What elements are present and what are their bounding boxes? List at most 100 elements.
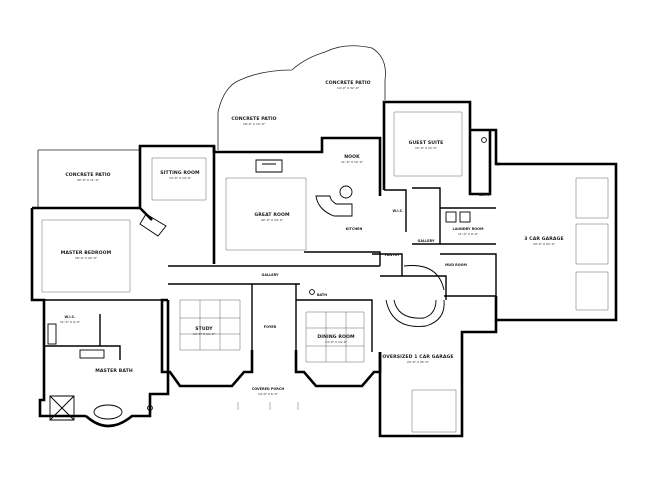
fireplace-great-room (255, 159, 283, 173)
room-dimension: 18'-0" X 22'-0" (75, 256, 98, 260)
guest-bath-wall (470, 128, 500, 166)
room-dimension: 24'-0" X 25'-0" (407, 360, 430, 364)
guest-suite-tray (393, 111, 463, 177)
master-bedroom-wall (30, 208, 86, 418)
room-name: MASTER BEDROOM (61, 250, 112, 256)
room-bath-hall: BATH (317, 293, 327, 297)
room-sitting-room: SITTING ROOM 14'-0" X 14'-0" (160, 170, 200, 180)
laundry-washer (445, 211, 457, 223)
room-labels: CONCRETE PATIO 14'-0" X 32'-0" CONCRETE … (60, 80, 564, 396)
room-name: MASTER BATH (95, 368, 133, 374)
wall-stair (380, 275, 447, 300)
room-name: CONCRETE PATIO (65, 172, 110, 178)
room-name: DINING ROOM (317, 334, 355, 340)
room-dimension: 14'-0" X 32'-0" (337, 86, 360, 90)
room-dimension: 20'-0" X 11'-0" (77, 178, 100, 182)
room-name: 3 CAR GARAGE (524, 236, 563, 242)
master-bedroom-top-wall (32, 206, 153, 221)
room-name: BATH (317, 293, 327, 297)
room-name: W.I.C. (64, 315, 75, 319)
sitting-room-tray (151, 157, 207, 201)
room-dimension: 14'-0" X 14'-0" (193, 332, 216, 336)
nook-table (339, 185, 353, 199)
master-tub (139, 213, 167, 237)
room-nook: NOOK 11'-0" X 12'-0" (341, 154, 364, 164)
powder-toilet (309, 289, 315, 295)
fixtures (47, 137, 487, 421)
room-dimension: 11'-0" X 9'-0" (458, 232, 479, 236)
room-dimension: 11'-0" X 12'-0" (341, 160, 364, 164)
wall-dining-top (296, 299, 373, 352)
spiral-stair (385, 299, 445, 327)
great-room-rear-wall (212, 136, 382, 196)
wall-laundry (440, 207, 496, 245)
sitting-room-wall (138, 144, 216, 264)
room-name: OVERSIZED 1 CAR GARAGE (382, 354, 453, 360)
room-pantry: PANTRY (385, 253, 400, 257)
room-concrete-patio-left: CONCRETE PATIO 20'-0" X 11'-0" (65, 172, 110, 182)
shower-master (49, 395, 75, 421)
room-name: PANTRY (385, 253, 400, 257)
room-name: LAUNDRY ROOM (453, 227, 485, 231)
room-name: MUD ROOM (445, 263, 467, 267)
room-dimension: 14'-0" X 14'-0" (325, 340, 348, 344)
room-name: KITCHEN (346, 227, 363, 231)
room-name: COVERED PORCH (252, 387, 285, 391)
patio-outlines (37, 45, 386, 208)
room-dimension: 34'-0" X 22'-0" (533, 242, 556, 246)
oversized-garage-slab (411, 389, 457, 433)
room-concrete-patio-rear: CONCRETE PATIO 14'-0" X 32'-0" (325, 80, 370, 90)
room-name: STUDY (195, 326, 213, 332)
room-name: GALLERY (418, 239, 435, 243)
wall-guest-wic (384, 189, 407, 232)
room-study: STUDY 14'-0" X 14'-0" (193, 326, 216, 336)
room-covered-porch: COVERED PORCH 14'-0" X 6'-0" (252, 387, 285, 396)
master-bath-tub (93, 404, 123, 420)
master-bedroom-tray (41, 219, 131, 293)
wall-wic-bath (44, 345, 121, 360)
kitchen-island (315, 195, 353, 217)
porch-posts (237, 402, 299, 410)
room-wic-guest: W.I.C. (392, 209, 403, 213)
front-wall-right (294, 350, 382, 388)
wall-mud-room (440, 253, 497, 297)
room-three-car-garage: 3 CAR GARAGE 34'-0" X 22'-0" (524, 236, 563, 246)
room-name: CONCRETE PATIO (231, 116, 276, 122)
laundry-dryer (459, 211, 471, 223)
detail-lines (41, 111, 609, 433)
room-name: CONCRETE PATIO (325, 80, 370, 86)
garage-door-lines (575, 177, 609, 311)
left-patio-outline (37, 149, 140, 208)
room-gallery-service: GALLERY (418, 239, 435, 243)
room-bath-guest: BATH (479, 193, 489, 197)
room-great-room: GREAT ROOM 22'-0" X 24'-0" (254, 212, 290, 222)
study-grid (179, 299, 241, 351)
room-foyer: FOYER (264, 325, 277, 329)
room-master-bedroom: MASTER BEDROOM 18'-0" X 22'-0" (61, 250, 112, 260)
wall-gallery-service (412, 187, 441, 245)
room-name: W.I.C. (392, 209, 403, 213)
gallery-stair-curve (403, 265, 445, 291)
room-name: SITTING ROOM (160, 170, 200, 176)
master-bath-toilet (147, 405, 153, 411)
room-gallery-main: GALLERY (262, 273, 279, 277)
rear-patio-outline (217, 45, 386, 150)
room-dimension: 15'-0" X 15'-0" (415, 146, 438, 150)
room-name: GALLERY (262, 273, 279, 277)
front-wall-left (160, 298, 254, 388)
room-dimension: 11'-0" X 9'-0" (60, 320, 81, 324)
three-car-garage-wall (494, 162, 618, 322)
dining-grid (305, 311, 365, 363)
guest-suite-wall (382, 100, 492, 196)
room-dimension: 14'-0" X 14'-0" (169, 176, 192, 180)
great-room-tray (225, 177, 307, 251)
room-name: GUEST SUITE (409, 140, 444, 146)
room-laundry-room: LAUNDRY ROOM 11'-0" X 9'-0" (453, 227, 485, 236)
room-guest-suite: GUEST SUITE 15'-0" X 15'-0" (409, 140, 444, 150)
room-wic-master: W.I.C. 11'-0" X 9'-0" (60, 315, 81, 324)
room-dining-room: DINING ROOM 14'-0" X 14'-0" (317, 334, 355, 344)
room-mud-room: MUD ROOM (445, 263, 467, 267)
wall-kitchen-bottom (304, 251, 381, 266)
guest-bath-toilet (481, 137, 487, 143)
